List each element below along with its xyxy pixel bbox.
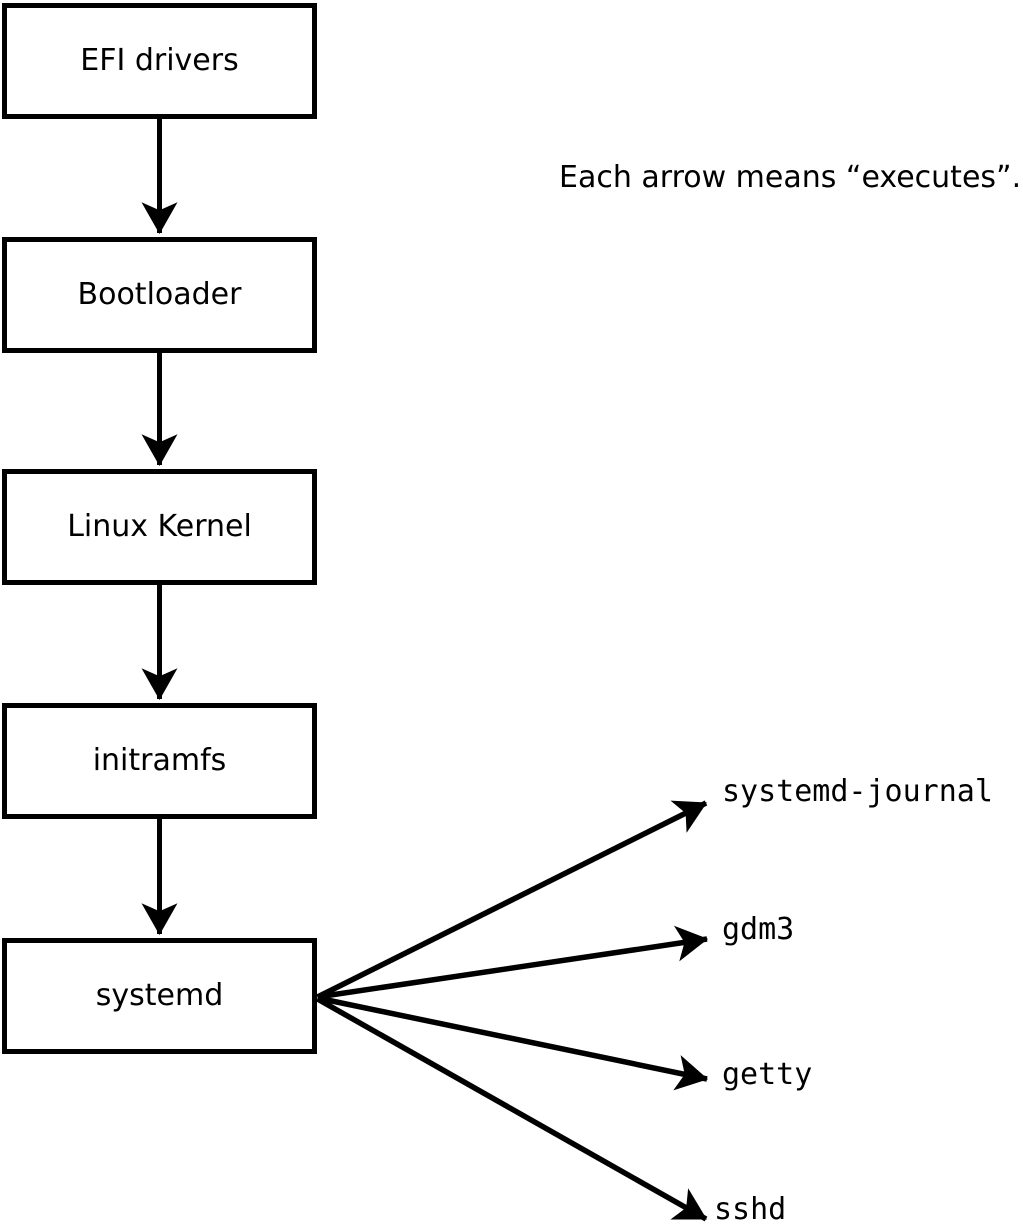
node-box-bootloader: Bootloader (2, 237, 317, 353)
node-label-linux-kernel: Linux Kernel (67, 509, 252, 544)
spawned-label-gdm3: gdm3 (722, 912, 795, 947)
node-box-systemd: systemd (2, 938, 317, 1054)
spawned-label-getty: getty (722, 1057, 813, 1092)
node-label-efi-drivers: EFI drivers (80, 43, 239, 78)
node-label-systemd: systemd (95, 978, 224, 1013)
node-box-linux-kernel: Linux Kernel (2, 469, 317, 585)
arrow-systemd-to-gdm3 (317, 925, 709, 1000)
node-box-initramfs: initramfs (2, 703, 317, 819)
node-label-initramfs: initramfs (92, 743, 227, 778)
arrow-systemd-to-sshd (316, 996, 708, 1222)
arrow-meaning-note: Each arrow means “executes”. (559, 160, 1022, 195)
spawned-label-sshd: sshd (714, 1192, 787, 1227)
arrow-systemd-to-getty (316, 995, 709, 1091)
node-label-bootloader: Bootloader (77, 277, 242, 312)
arrow-systemd-to-systemd-journal (316, 800, 708, 1000)
spawned-label-systemd-journal: systemd-journal (722, 774, 993, 809)
node-box-efi-drivers: EFI drivers (2, 3, 317, 119)
